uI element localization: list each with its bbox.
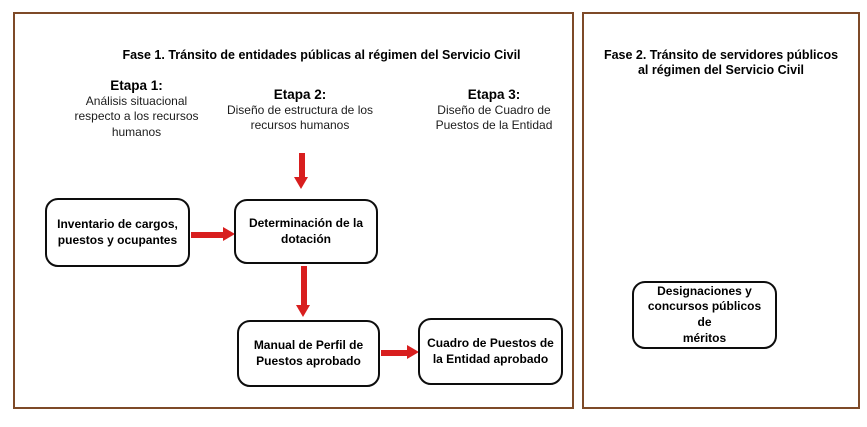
etapa1-block: Etapa 1: Análisis situacional respecto a… [69, 78, 204, 140]
etapa3-desc-line: Puestos de la Entidad [435, 118, 553, 133]
red-down-arrow [294, 153, 309, 189]
flow-box-label-line: Determinación de la [248, 215, 364, 230]
arrow-head [223, 227, 235, 241]
arrow-shaft [300, 266, 307, 306]
fase2-title-line: Fase 2. Tránsito de servidores públicos [603, 48, 839, 62]
arrow-shaft [381, 349, 408, 356]
etapa3-heading: Etapa 3: [467, 87, 521, 102]
red-right-arrow [381, 345, 419, 360]
red-right-arrow [191, 227, 235, 242]
flow-box-designaciones: Designaciones y concursos públicos de mé… [632, 281, 777, 349]
flow-box-label-line: Manual de Perfil de [253, 337, 364, 352]
etapa2-block: Etapa 2: Diseño de estructura de los rec… [224, 87, 376, 134]
etapa2-desc-line: Diseño de estructura de los [226, 103, 374, 117]
flow-box-label-line: dotación [280, 231, 331, 246]
etapa1-desc-line: humanos [111, 124, 162, 139]
etapa2-desc-line: recursos humanos [250, 118, 350, 133]
fase2-title-line: al régimen del Servicio Civil [637, 63, 805, 78]
red-down-arrow [296, 266, 311, 317]
flow-box-label-line: Puestos aprobado [256, 353, 361, 368]
flow-box-inventario: Inventario de cargos, puestos y ocupante… [45, 198, 190, 267]
etapa1-heading: Etapa 1: [110, 78, 163, 93]
arrow-head [294, 177, 308, 189]
flow-box-label-line: la Entidad aprobado [432, 351, 549, 366]
panel-fase2: Fase 2. Tránsito de servidores públicos … [582, 12, 860, 409]
etapa3-block: Etapa 3: Diseño de Cuadro de Puestos de … [433, 87, 555, 134]
etapa3-desc-line: Diseño de Cuadro de [437, 103, 551, 117]
etapa1-desc-line: respecto a los recursos [74, 109, 199, 124]
arrow-head [407, 345, 419, 359]
flow-box-label-line: puestos y ocupantes [57, 232, 178, 247]
fase1-title: Fase 1. Tránsito de entidades públicas a… [122, 48, 521, 62]
flow-box-label-line: Designaciones y [657, 283, 752, 298]
flow-box-manual: Manual de Perfil de Puestos aprobado [237, 320, 380, 387]
flow-box-label-line: méritos [682, 330, 727, 345]
flow-box-cuadro: Cuadro de Puestos de la Entidad aprobado [418, 318, 563, 385]
flow-box-dotacion: Determinación de la dotación [234, 199, 378, 264]
fase2-title: Fase 2. Tránsito de servidores públicos … [584, 48, 858, 79]
flow-box-label-line: concursos públicos de [647, 299, 762, 329]
arrow-shaft [298, 153, 305, 178]
flow-box-label-line: Inventario de cargos, [57, 216, 178, 231]
arrow-head [296, 305, 310, 317]
etapa1-desc-line: Análisis situacional [85, 94, 188, 108]
etapa2-heading: Etapa 2: [273, 87, 327, 102]
panel-fase1: Fase 1. Tránsito de entidades públicas a… [13, 12, 574, 409]
flow-box-label-line: Cuadro de Puestos de [427, 335, 554, 350]
arrow-shaft [191, 231, 224, 238]
